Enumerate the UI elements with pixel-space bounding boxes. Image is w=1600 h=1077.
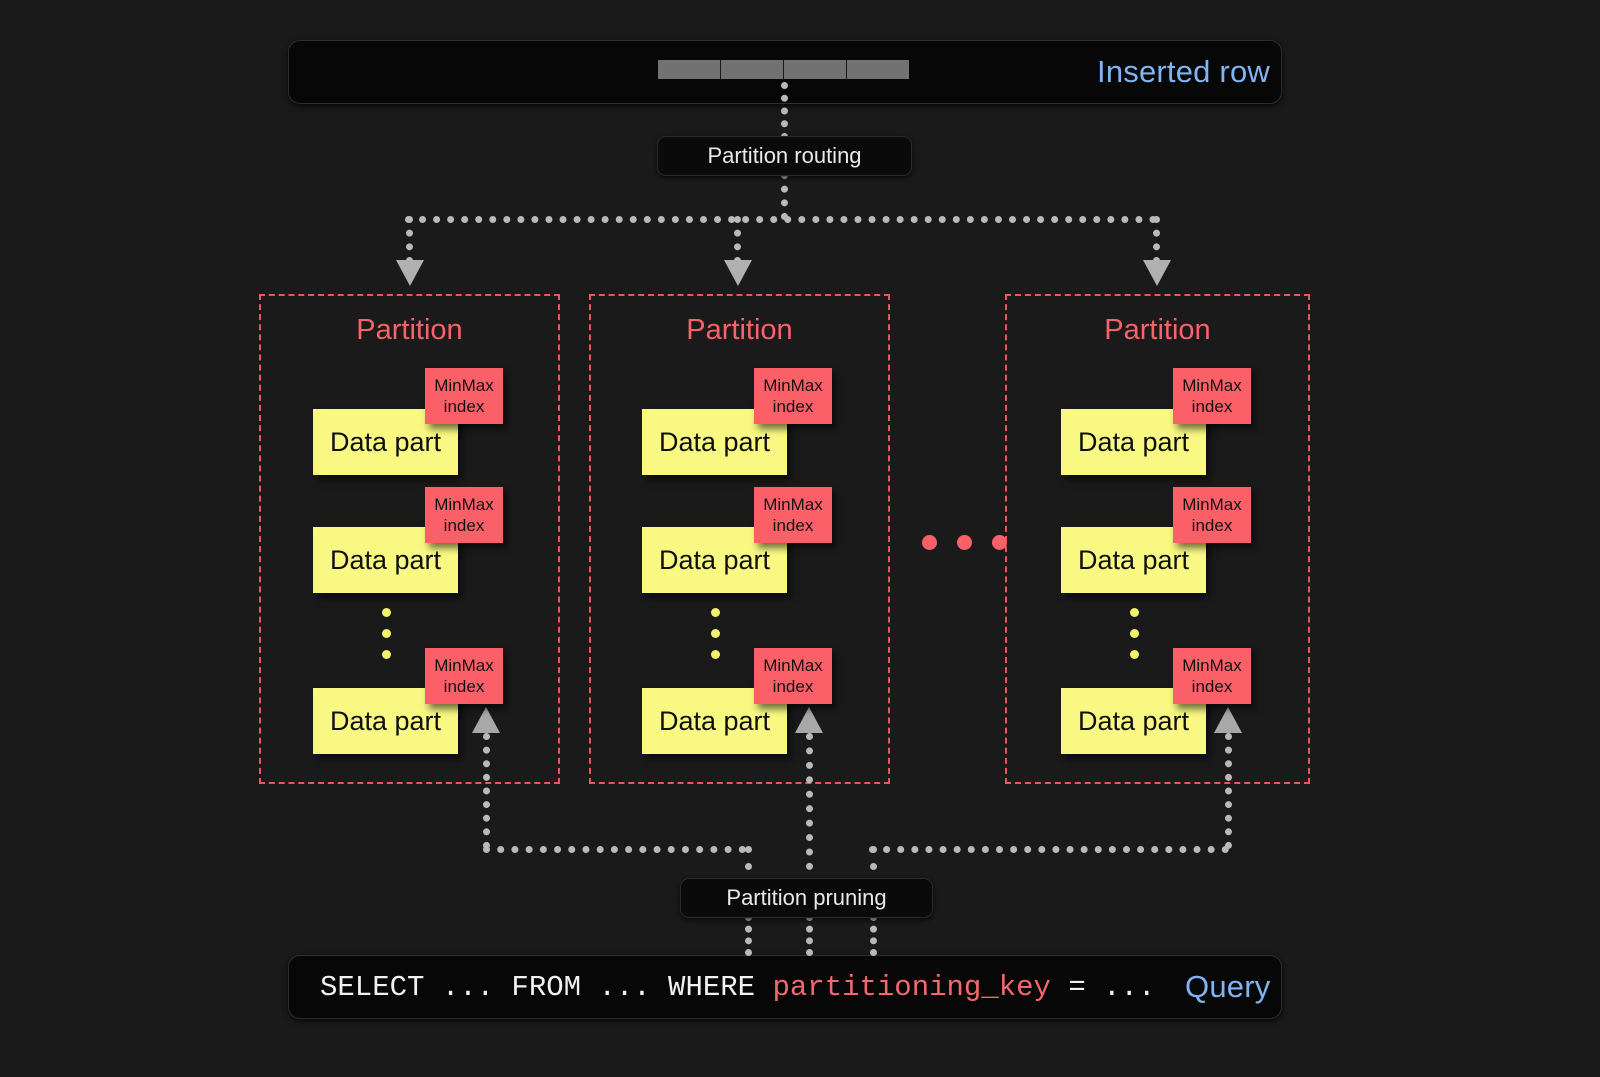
ellipsis-dot	[957, 535, 972, 550]
partition-label-3: Partition	[1104, 314, 1211, 346]
partition-routing-node[interactable]: Partition routing	[657, 136, 912, 176]
ellipsis-dot	[922, 535, 937, 550]
minmax-line2: index	[772, 677, 814, 696]
minmax-line1: MinMax	[763, 375, 823, 395]
row-cell	[721, 60, 784, 79]
inserted-row-cells	[658, 60, 909, 79]
arrow-from-partition-3	[1214, 707, 1242, 733]
minmax-index-badge: MinMax index	[754, 368, 832, 424]
ellipsis-dot	[382, 608, 391, 617]
minmax-index-badge: MinMax index	[1173, 368, 1251, 424]
ellipsis-dot	[711, 608, 720, 617]
minmax-index-badge: MinMax index	[1173, 648, 1251, 704]
data-part: Data part	[313, 409, 458, 475]
data-part: Data part	[1061, 688, 1206, 754]
connector-partition-2-down	[806, 733, 813, 870]
minmax-line2: index	[443, 397, 485, 416]
minmax-line1: MinMax	[1182, 494, 1242, 514]
query-bar	[288, 955, 1282, 1019]
minmax-line1: MinMax	[434, 655, 494, 675]
minmax-index-badge: MinMax index	[425, 648, 503, 704]
connector-pruning-to-query-1	[745, 914, 752, 956]
connector-pruning-to-query-2	[806, 914, 813, 956]
connector-bus-to-partition-2	[734, 216, 741, 264]
routing-bus	[405, 216, 1157, 223]
sql-prefix: SELECT ... FROM ... WHERE	[320, 971, 773, 1004]
arrow-into-partition-2	[724, 260, 752, 286]
partition-ellipsis	[922, 535, 1007, 550]
data-part-ellipsis-2	[711, 608, 720, 659]
connector-pruning-to-query-3	[870, 914, 877, 956]
ellipsis-dot	[992, 535, 1007, 550]
connector-routing-to-bus	[781, 172, 788, 220]
sql-suffix: = ...	[1050, 971, 1156, 1004]
minmax-index-badge: MinMax index	[425, 368, 503, 424]
minmax-line2: index	[1191, 397, 1233, 416]
data-part-ellipsis-3	[1130, 608, 1139, 659]
minmax-line1: MinMax	[763, 494, 823, 514]
sql-partitioning-key: partitioning_key	[772, 971, 1051, 1004]
minmax-line2: index	[443, 516, 485, 535]
minmax-line1: MinMax	[1182, 375, 1242, 395]
ellipsis-dot	[1130, 608, 1139, 617]
partition-label-1: Partition	[356, 314, 463, 346]
connector-bus-left-down	[745, 846, 752, 870]
arrow-into-partition-3	[1143, 260, 1171, 286]
ellipsis-dot	[711, 629, 720, 638]
minmax-line2: index	[772, 516, 814, 535]
partition-pruning-node[interactable]: Partition pruning	[680, 878, 933, 918]
minmax-index-badge: MinMax index	[754, 487, 832, 543]
minmax-line2: index	[1191, 516, 1233, 535]
minmax-index-badge: MinMax index	[1173, 487, 1251, 543]
data-part-ellipsis-1	[382, 608, 391, 659]
arrow-into-partition-1	[396, 260, 424, 286]
minmax-line2: index	[772, 397, 814, 416]
arrow-from-partition-2	[795, 707, 823, 733]
row-cell	[658, 60, 721, 79]
partition-label-2: Partition	[686, 314, 793, 346]
minmax-line2: index	[443, 677, 485, 696]
data-part: Data part	[1061, 527, 1206, 593]
ellipsis-dot	[1130, 629, 1139, 638]
pruning-bus-left	[483, 846, 746, 853]
partition-container-1: Partition	[259, 294, 560, 784]
pruning-bus-right	[869, 846, 1229, 853]
connector-bus-to-partition-3	[1153, 216, 1160, 264]
ellipsis-dot	[1130, 650, 1139, 659]
connector-bus-to-partition-1	[406, 216, 413, 264]
partition-container-2: Partition	[589, 294, 890, 784]
connector-row-to-routing	[781, 82, 788, 140]
connector-partition-3-down	[1225, 733, 1232, 849]
minmax-index-badge: MinMax index	[425, 487, 503, 543]
row-cell	[847, 60, 909, 79]
connector-bus-right-down	[870, 846, 877, 870]
minmax-line1: MinMax	[434, 494, 494, 514]
inserted-row-label: Inserted row	[1097, 54, 1270, 89]
row-cell	[784, 60, 847, 79]
connector-partition-1-down	[483, 733, 490, 849]
minmax-line1: MinMax	[1182, 655, 1242, 675]
arrow-from-partition-1	[472, 707, 500, 733]
minmax-index-badge: MinMax index	[754, 648, 832, 704]
ellipsis-dot	[382, 629, 391, 638]
query-sql-text: SELECT ... FROM ... WHERE partitioning_k…	[320, 971, 1155, 1004]
minmax-line1: MinMax	[434, 375, 494, 395]
query-label: Query	[1185, 969, 1271, 1004]
minmax-line1: MinMax	[763, 655, 823, 675]
minmax-line2: index	[1191, 677, 1233, 696]
ellipsis-dot	[382, 650, 391, 659]
ellipsis-dot	[711, 650, 720, 659]
